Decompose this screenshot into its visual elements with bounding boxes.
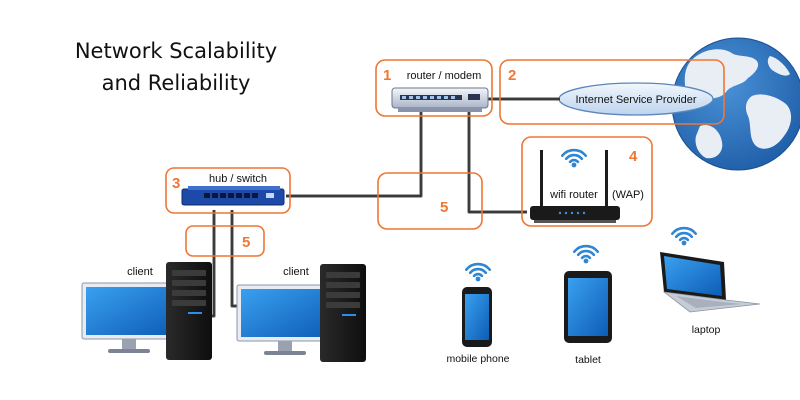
mobile-phone-signal-icon [465, 262, 491, 282]
callout-3-label: hub / switch [209, 173, 267, 185]
laptop-device: laptop [660, 252, 761, 336]
mobile-phone-device: mobile phone [446, 287, 510, 365]
title-line-1: Network Scalability [75, 39, 277, 63]
client-left-label: client [127, 266, 153, 278]
network-cables [206, 97, 560, 318]
isp-label: Internet Service Provider [575, 94, 696, 106]
mobile-phone-label: mobile phone [446, 353, 509, 365]
isp-cloud: Internet Service Provider [558, 82, 714, 116]
diagram-title: Network Scalability and Reliability [75, 39, 277, 95]
globe-icon [671, 37, 800, 171]
callout-5b-number: 5 [242, 234, 250, 251]
callout-4: 4 wifi router (WAP) [521, 136, 653, 227]
tablet-label: tablet [575, 354, 601, 366]
hub-switch-device [181, 186, 285, 206]
wifi-router-signal-icon [561, 148, 587, 168]
title-line-2: and Reliability [102, 71, 251, 95]
callout-4-label: wifi router [549, 189, 598, 201]
callout-1-number: 1 [383, 67, 391, 84]
callout-2: 2 [499, 59, 725, 125]
callout-5-number: 5 [440, 199, 448, 216]
client-right-label: client [283, 266, 309, 278]
callout-4-extra: (WAP) [612, 189, 644, 201]
router-modem-device [391, 87, 489, 112]
wifi-router-device [530, 150, 620, 223]
callout-2-number: 2 [508, 67, 516, 84]
callout-3-number: 3 [172, 175, 180, 192]
client-right-computer: client [236, 264, 366, 362]
client-left-computer: client [81, 262, 212, 360]
callout-5-cabling: 5 [377, 172, 483, 230]
callout-1-label: router / modem [407, 70, 482, 82]
laptop-label: laptop [692, 324, 721, 336]
laptop-signal-icon [671, 226, 697, 246]
tablet-device: tablet [564, 271, 612, 366]
callout-3: 3 hub / switch [165, 167, 291, 214]
callout-5-client-cabling: 5 [185, 225, 265, 257]
callout-4-number: 4 [629, 148, 638, 165]
callout-1: 1 router / modem [375, 59, 493, 117]
tablet-signal-icon [573, 244, 599, 264]
